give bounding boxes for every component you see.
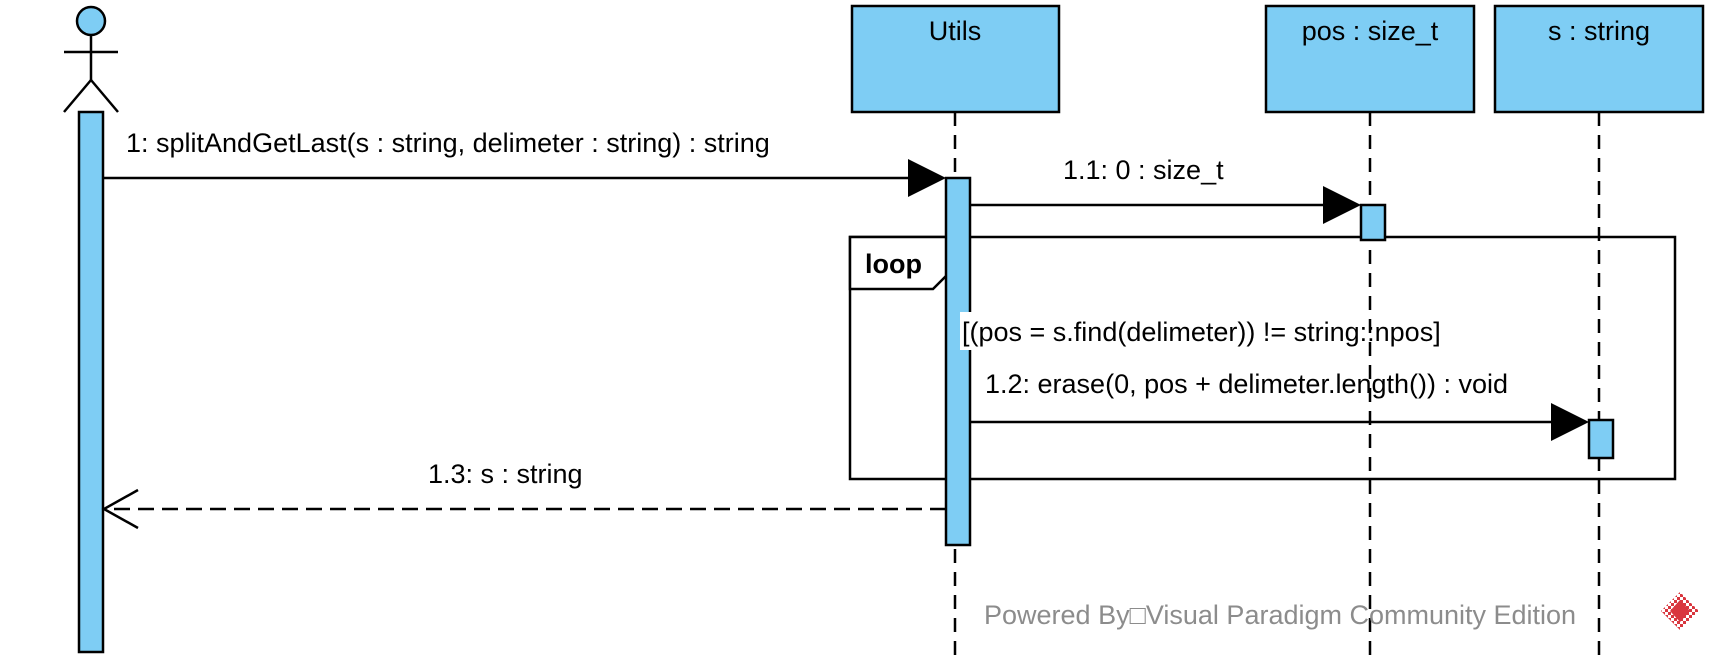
- activation-bar-pos: [1359, 203, 1387, 242]
- loop-guard-text: [(pos = s.find(delimeter)) != string::np…: [962, 317, 1441, 347]
- lifeline-head-pos[interactable]: pos : size_t: [1264, 4, 1476, 114]
- message-1-2-label: 1.2: erase(0, pos + delimeter.length()) …: [985, 369, 1508, 399]
- message-1-3-label: 1.3: s : string: [428, 459, 583, 489]
- loop-operator-label: loop: [865, 249, 922, 279]
- message-1-1-label: 1.1: 0 : size_t: [1063, 155, 1224, 185]
- lifeline-label-utils: Utils: [929, 16, 982, 46]
- message-1-arrowhead: [908, 159, 946, 197]
- message-1-2-arrowhead: [1551, 403, 1589, 441]
- message-1-3-arrowhead: [101, 488, 139, 530]
- message-1-label: 1: splitAndGetLast(s : string, delimeter…: [126, 128, 770, 158]
- loop-fragment[interactable]: loop: [848, 235, 1677, 481]
- message-1[interactable]: 1: splitAndGetLast(s : string, delimeter…: [103, 128, 946, 197]
- loop-operator-tab: [848, 235, 952, 291]
- lifeline-label-s: s : string: [1548, 16, 1650, 46]
- activation-bar-actor: [77, 110, 105, 654]
- lifeline-head-utils[interactable]: Utils: [850, 4, 1061, 114]
- loop-guard: [(pos = s.find(delimeter)) != string::np…: [960, 312, 1441, 350]
- message-1-1-arrowhead: [1323, 186, 1361, 224]
- activation-bar-s: [1587, 418, 1615, 460]
- visual-paradigm-logo-icon: [1661, 592, 1699, 630]
- lifeline-label-pos: pos : size_t: [1302, 16, 1439, 46]
- message-1-3[interactable]: 1.3: s : string: [101, 459, 946, 530]
- message-1-2[interactable]: 1.2: erase(0, pos + delimeter.length()) …: [970, 369, 1589, 441]
- message-1-1[interactable]: 1.1: 0 : size_t: [970, 155, 1361, 224]
- actor-figure[interactable]: [63, 5, 119, 113]
- lifeline-head-s[interactable]: s : string: [1493, 4, 1705, 114]
- watermark-text: Powered By□Visual Paradigm Community Edi…: [984, 600, 1576, 630]
- watermark: Powered By□Visual Paradigm Community Edi…: [984, 592, 1699, 630]
- activation-bar-utils: [944, 176, 972, 547]
